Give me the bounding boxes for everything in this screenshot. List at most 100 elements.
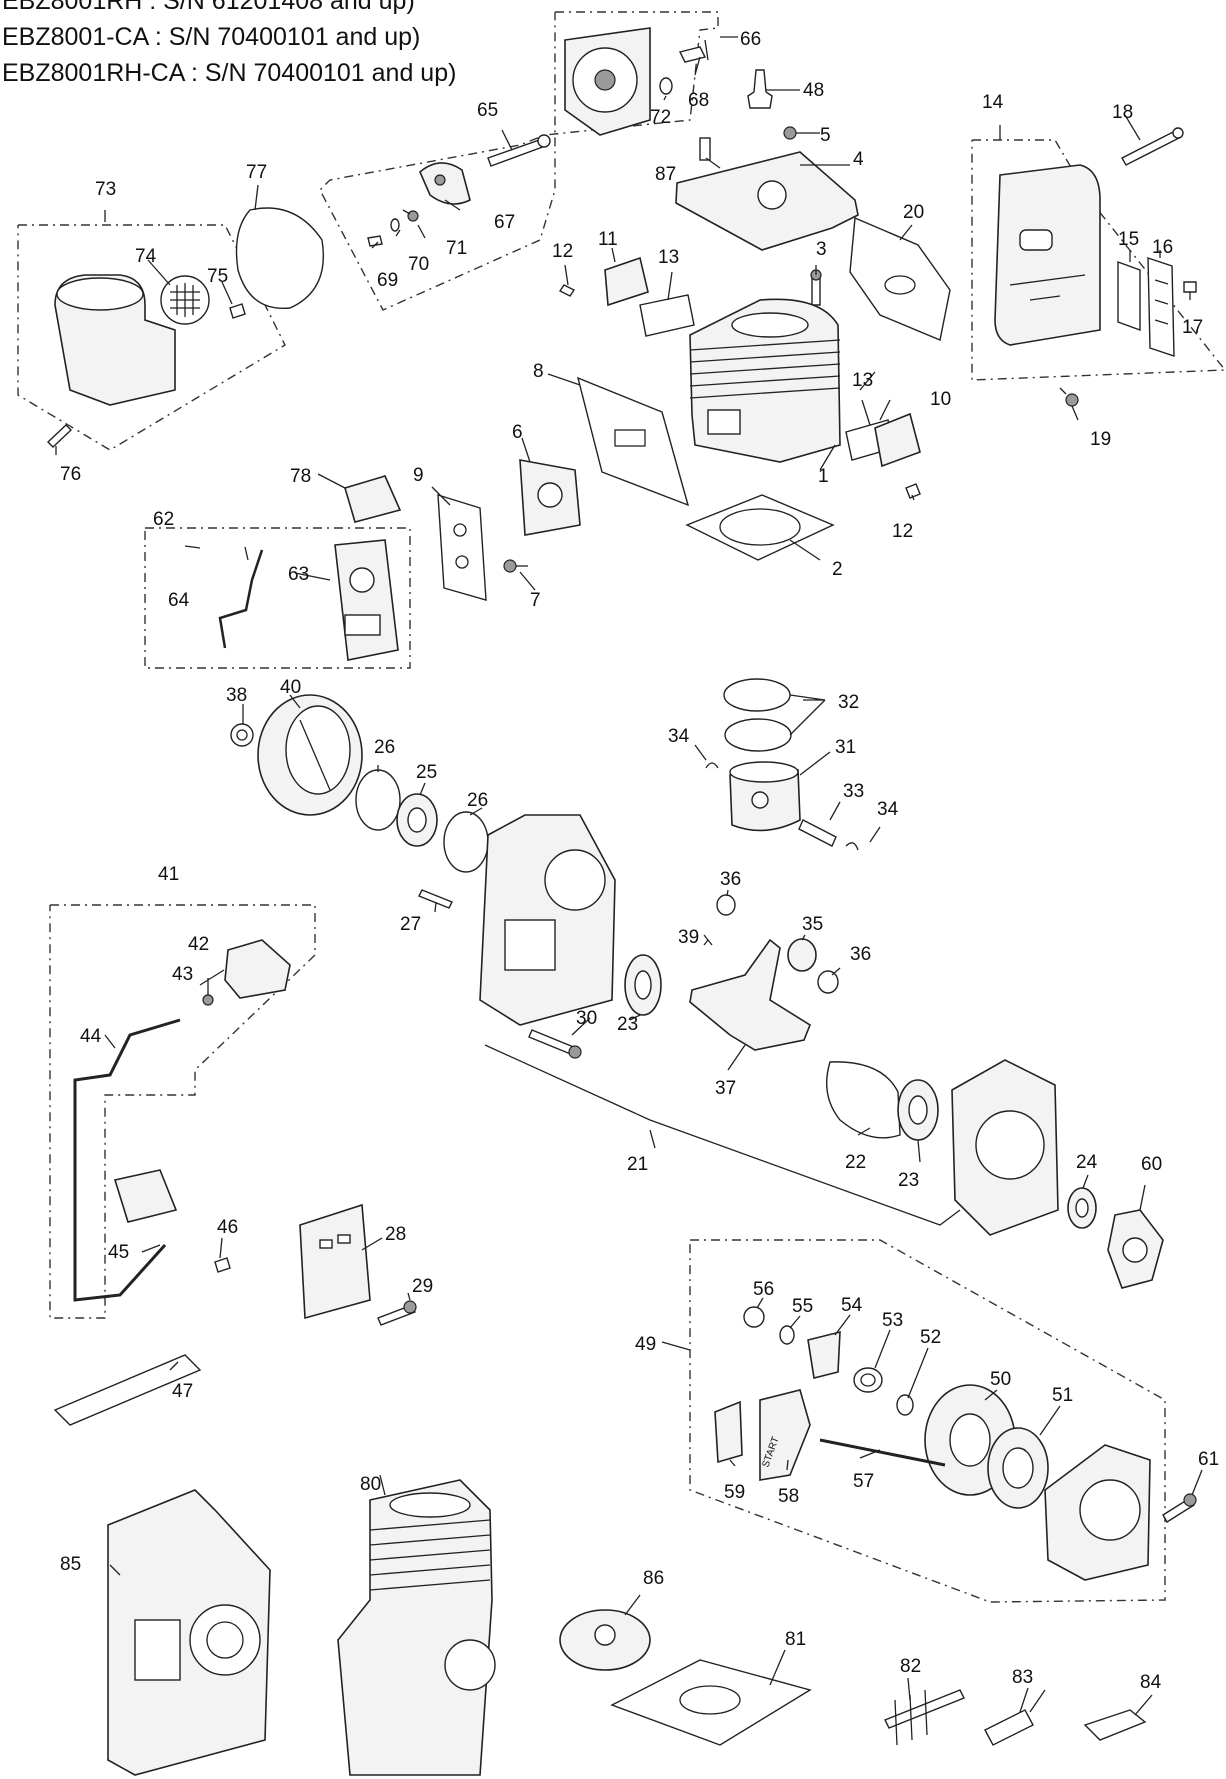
callout-36: 36	[850, 944, 871, 965]
callout-50: 50	[990, 1369, 1011, 1390]
callout-20: 20	[903, 202, 924, 223]
callout-12-right: 12	[892, 521, 913, 542]
group-62-boundary	[144, 527, 411, 669]
part-81-gasket-set	[610, 1659, 812, 1746]
callout-38: 38	[226, 685, 247, 706]
callout-53: 53	[882, 1310, 903, 1331]
callout-7: 7	[530, 590, 541, 611]
part-30-bolt	[528, 1029, 582, 1059]
group-14-boundary	[971, 139, 1226, 381]
part-27-screw	[418, 889, 453, 909]
callout-21: 21	[627, 1154, 648, 1175]
callout-75: 75	[207, 266, 228, 287]
part-60	[1107, 1209, 1164, 1289]
callout-74: 74	[135, 246, 157, 267]
part-29-screw	[377, 1300, 417, 1326]
part-12-screw	[558, 284, 576, 297]
callout-80: 80	[360, 1474, 381, 1495]
callout-51: 51	[1052, 1385, 1073, 1406]
callout-86: 86	[643, 1568, 664, 1589]
callout-36-top: 36	[720, 869, 741, 890]
part-32-rings	[723, 678, 792, 752]
part-86	[559, 1609, 651, 1671]
part-85-crankcase-assy	[107, 1489, 271, 1776]
callout-34-right: 34	[877, 799, 899, 820]
callout-78: 78	[290, 466, 311, 487]
part-77-gasket	[235, 207, 324, 310]
part-3-bolt	[810, 269, 822, 306]
part-75-screw	[229, 303, 246, 319]
part-24-seal	[1067, 1187, 1097, 1229]
part-70	[390, 218, 400, 232]
part-65-screw	[487, 134, 551, 167]
callout-85: 85	[60, 1554, 81, 1575]
callout-60: 60	[1141, 1154, 1162, 1175]
callout-65: 65	[477, 100, 498, 121]
callout-9: 9	[413, 465, 424, 486]
callout-30: 30	[576, 1008, 597, 1029]
part-17-screw	[1183, 281, 1197, 293]
part-57-rope	[819, 1438, 946, 1467]
ignition-coil	[564, 27, 651, 136]
leader-lines	[55, 36, 1203, 1716]
callout-64: 64	[168, 590, 190, 611]
part-10-reed	[874, 412, 921, 468]
callout-23-right: 23	[898, 1170, 919, 1191]
part-76-screw	[46, 424, 73, 448]
part-7-screw	[503, 559, 528, 573]
part-56-screw	[743, 1306, 765, 1328]
callout-47: 47	[172, 1381, 193, 1402]
header-line-2: EBZ8001-CA : S/N 70400101 and up)	[2, 23, 421, 51]
part-45-switch	[113, 1169, 178, 1223]
part-15	[1117, 261, 1141, 331]
callout-42: 42	[188, 934, 209, 955]
part-9-gasket	[437, 494, 487, 601]
part-64-wire	[218, 549, 264, 649]
callout-5: 5	[820, 125, 831, 146]
part-21-crankcase-right	[951, 1059, 1059, 1236]
part-5-screw	[783, 126, 812, 140]
callout-70: 70	[408, 254, 429, 275]
callout-68: 68	[688, 90, 709, 111]
part-4-cylinder-cover	[675, 151, 859, 251]
callout-19: 19	[1090, 429, 1111, 450]
part-82-tool	[884, 1689, 965, 1746]
part-starter-case	[1044, 1444, 1151, 1581]
callout-28: 28	[385, 1224, 406, 1245]
callout-33: 33	[843, 781, 864, 802]
callout-6: 6	[512, 422, 523, 443]
part-54-ratchet	[807, 1330, 841, 1379]
part-18-bolt	[1121, 127, 1184, 166]
callout-24: 24	[1076, 1152, 1098, 1173]
callout-45: 45	[108, 1242, 129, 1263]
callout-13-right: 13	[852, 370, 873, 391]
part-42	[224, 939, 291, 999]
part-80-engine-assy	[337, 1479, 496, 1776]
header-line-3: EBZ8001RH-CA : S/N 70400101 and up)	[2, 59, 457, 87]
callout-34-left: 34	[668, 726, 690, 747]
callout-77: 77	[246, 162, 267, 183]
part-46-screw	[214, 1257, 231, 1273]
part-31-piston	[729, 761, 801, 832]
part-28-cover	[299, 1203, 371, 1320]
part-6-insulator	[519, 459, 581, 536]
callout-55: 55	[792, 1296, 813, 1317]
callout-22: 22	[845, 1152, 866, 1173]
part-36-washer-top	[716, 894, 736, 916]
part-2-gasket	[685, 494, 835, 561]
callout-58: 58	[778, 1486, 799, 1507]
part-40-flywheel	[257, 694, 363, 816]
part-33-pin	[798, 819, 837, 847]
part-43	[202, 994, 214, 1006]
callout-10: 10	[930, 389, 951, 410]
callout-15: 15	[1118, 229, 1139, 250]
callout-87: 87	[655, 164, 676, 185]
callout-1: 1	[818, 466, 829, 487]
part-23-bearing-left	[624, 954, 662, 1016]
callout-73: 73	[95, 179, 116, 200]
part-48-spark-plug	[747, 69, 773, 109]
part-16-screen	[1147, 257, 1175, 357]
part-59-grip	[714, 1400, 743, 1464]
part-52-washer	[896, 1394, 914, 1416]
callout-25: 25	[416, 762, 437, 783]
